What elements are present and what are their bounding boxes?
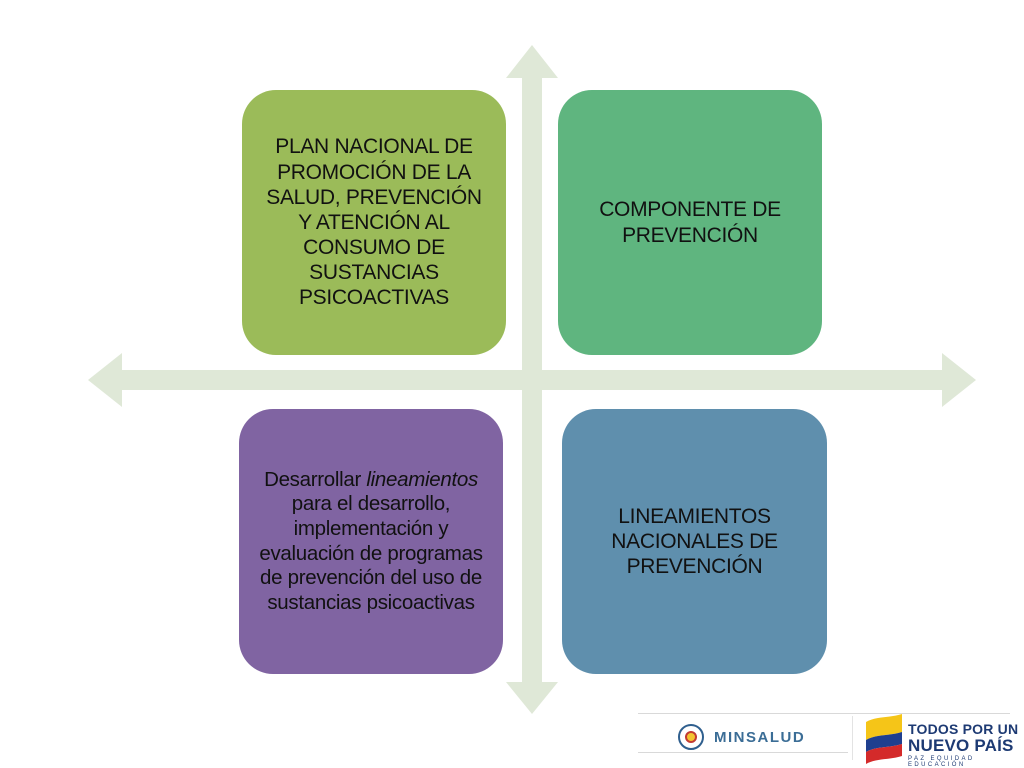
arrow-left-head — [88, 353, 122, 407]
box-componente-prevencion: COMPONENTE DE PREVENCIÓN — [558, 90, 822, 355]
footer-divider-top — [638, 713, 1010, 714]
arrow-up-head — [506, 45, 558, 78]
colombia-flag-icon — [866, 714, 902, 764]
box-desarrollar-lineamientos: Desarrollar lineamientos para el desarro… — [239, 409, 503, 674]
coat-of-arms-icon — [678, 724, 704, 750]
slogan-line-3: PAZ EQUIDAD EDUCACIÓN — [908, 756, 975, 768]
footer-divider-bottom — [638, 752, 848, 753]
box-desarrollar-text-before: Desarrollar — [264, 467, 367, 491]
box-lineamientos-nacionales-text: LINEAMIENTOS NACIONALES DE PREVENCIÓN — [611, 504, 778, 579]
arrow-down-head — [506, 682, 558, 714]
footer-vertical-divider — [852, 716, 853, 760]
box-desarrollar-text-italic: lineamientos — [366, 467, 478, 491]
box-desarrollar-text-after: para el desarrollo, implementación y eva… — [259, 492, 483, 614]
arrow-horizontal-shaft — [122, 370, 942, 390]
minsalud-logo: MINSALUD — [678, 724, 805, 750]
minsalud-logo-text: MINSALUD — [714, 728, 806, 746]
slogan-line-2: NUEVO PAÍS — [908, 736, 1014, 755]
box-plan-nacional: PLAN NACIONAL DE PROMOCIÓN DE LA SALUD, … — [242, 90, 506, 355]
slogan-line-1: TODOS POR UN — [908, 721, 1019, 737]
arrow-right-head — [942, 353, 976, 407]
box-componente-prevencion-text: COMPONENTE DE PREVENCIÓN — [599, 198, 781, 247]
todos-por-un-nuevo-pais-logo: TODOS POR UN NUEVO PAÍS PAZ EQUIDAD EDUC… — [908, 722, 1024, 768]
box-desarrollar-text: Desarrollar lineamientos para el desarro… — [255, 468, 487, 616]
box-plan-nacional-text: PLAN NACIONAL DE PROMOCIÓN DE LA SALUD, … — [266, 135, 482, 310]
box-lineamientos-nacionales: LINEAMIENTOS NACIONALES DE PREVENCIÓN — [562, 409, 827, 674]
